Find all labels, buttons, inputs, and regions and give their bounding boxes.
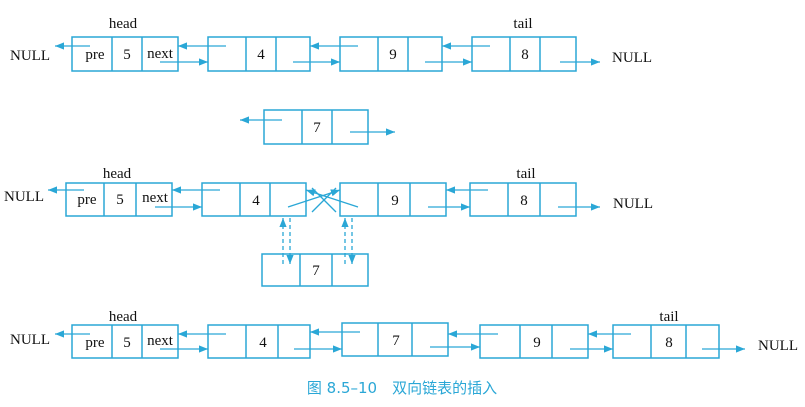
null-text-right: NULL (613, 196, 653, 212)
row-result-list: head tail NULL NULL pre 5 next 4 7 9 8 (10, 309, 798, 359)
tail-label: tail (513, 16, 532, 32)
head-value: 5 (123, 47, 131, 63)
null-text-left: NULL (10, 332, 50, 348)
null-text-left: NULL (10, 48, 50, 64)
pre-field-label: pre (77, 192, 96, 208)
node-9 (479, 324, 589, 359)
node-9 (339, 36, 443, 72)
new-links (279, 218, 356, 264)
node-7-new (263, 109, 369, 145)
node-4 (207, 36, 311, 72)
head-label: head (109, 16, 138, 32)
value-8: 8 (520, 193, 528, 209)
tail-label: tail (659, 309, 678, 325)
node-4 (207, 324, 311, 359)
row-new-node: 7 (240, 109, 395, 145)
value-7: 7 (392, 333, 400, 349)
value-9: 9 (533, 335, 541, 351)
value-8: 8 (521, 47, 529, 63)
next-field-label: next (147, 46, 174, 62)
node-9 (339, 182, 447, 217)
value-4: 4 (259, 335, 267, 351)
pre-field-label: pre (85, 335, 104, 351)
pre-field-label: pre (85, 47, 104, 63)
value-9: 9 (389, 47, 397, 63)
node-8-tail (469, 182, 577, 217)
value-4: 4 (252, 193, 260, 209)
null-text-right: NULL (612, 50, 652, 66)
figure-caption: 图 8.5–10 双向链表的插入 (307, 379, 497, 397)
node-7-new (261, 253, 369, 287)
next-field-label: next (147, 333, 174, 349)
value-9: 9 (391, 193, 399, 209)
row-original-list: head tail NULL NULL pre 5 next 4 9 8 (10, 16, 652, 72)
broken-links (287, 187, 359, 213)
node-head (71, 324, 179, 359)
null-text-right: NULL (758, 338, 798, 354)
node-4 (201, 182, 307, 217)
row4-arrows (54, 328, 745, 353)
node-head (71, 36, 179, 72)
value-4: 4 (257, 47, 265, 63)
value-7: 7 (312, 263, 320, 279)
tail-label: tail (516, 166, 535, 182)
node-7 (341, 322, 449, 357)
value-7: 7 (313, 120, 321, 136)
head-label: head (109, 309, 138, 325)
row-relinking: head tail NULL NULL pre 5 next 4 9 8 7 (4, 166, 653, 287)
head-value: 5 (123, 335, 131, 351)
next-field-label: next (142, 190, 169, 206)
node-8-tail (612, 324, 720, 359)
null-text-left: NULL (4, 189, 44, 205)
head-value: 5 (116, 192, 124, 208)
value-8: 8 (665, 335, 673, 351)
node-8-tail (471, 36, 577, 72)
head-label: head (103, 166, 132, 182)
row1-arrows (54, 42, 600, 66)
row3-arrows (48, 186, 600, 211)
node-head (65, 182, 173, 217)
